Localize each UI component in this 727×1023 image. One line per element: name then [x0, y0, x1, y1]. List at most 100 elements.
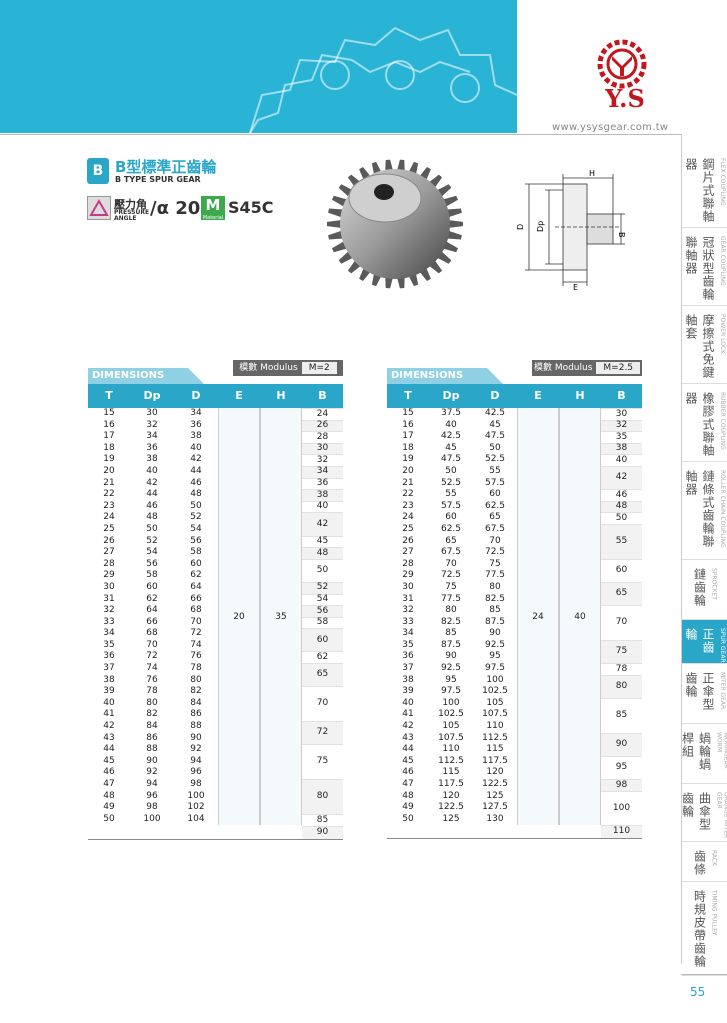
dimensions-tab: DIMENSIONS	[88, 368, 204, 384]
sidebar-item-en-label: TIMING PULLEY	[710, 890, 718, 936]
gear-tooth	[448, 220, 463, 228]
sidebar-item-en-label: POWER LOCK	[719, 314, 726, 355]
table-cell: 34	[402, 628, 414, 639]
table-cell: 78	[146, 686, 158, 697]
table-cell: 62.5	[440, 523, 462, 534]
gear-dimension-diagram: H D Dp B E	[516, 169, 625, 290]
table-cell: 38	[103, 674, 115, 685]
table-cell: 17	[402, 431, 414, 442]
b-value-cell: 70	[302, 686, 343, 721]
table-cell: 47	[103, 779, 115, 789]
table-cell: 15	[103, 408, 115, 418]
footer-divider	[681, 974, 727, 975]
table-cell: 20	[402, 465, 414, 476]
b-value-cell: 75	[601, 639, 642, 664]
column-header: B	[318, 389, 327, 402]
table-cell: 72.5	[440, 570, 462, 581]
b-value-cell: 75	[302, 744, 343, 779]
table-cell: 42	[103, 721, 115, 732]
table-cell: 88	[190, 721, 202, 732]
b-value-cell: 40	[302, 500, 343, 513]
table-cell: 22	[103, 489, 115, 500]
b-value-cell: 110	[601, 825, 642, 838]
table-cell: 35	[402, 639, 414, 650]
b-value-cell: 38	[302, 489, 343, 501]
table-cell: 56	[190, 535, 202, 546]
table-cell: 34	[103, 628, 115, 639]
b-value-cell: 98	[601, 779, 642, 791]
dimensions-tab: DIMENSIONS	[387, 368, 503, 384]
b-value-cell: 30	[601, 408, 642, 420]
table-cell: 50	[190, 500, 202, 511]
diagram-label-h: H	[589, 169, 595, 178]
table-cell: 37.5	[440, 408, 462, 418]
diagram-label-dp: Dp	[536, 221, 545, 232]
table-cell: 20	[103, 465, 115, 476]
table-cell: 125	[442, 813, 460, 824]
b-value-cell: 36	[302, 477, 343, 490]
table-cell: 25	[402, 523, 414, 534]
b-value-cell: 54	[302, 593, 343, 606]
table-cell: 33	[402, 616, 414, 627]
ys-logo-icon	[597, 39, 647, 89]
table-cell: 30	[103, 581, 115, 592]
table-cell: 86	[190, 709, 202, 720]
table-cell: 41	[103, 709, 115, 720]
table-cell: 65	[445, 535, 457, 546]
table-cell: 24	[103, 512, 115, 523]
material-value: S45C	[228, 198, 274, 217]
table-cell: 52.5	[440, 477, 462, 488]
pressure-angle-icon	[87, 196, 111, 220]
table-cell: 52.5	[484, 454, 506, 465]
sidebar-item-en-label: MITER GEAR	[719, 672, 726, 710]
table-cell: 26	[402, 535, 414, 546]
table-cell: 45	[103, 755, 115, 766]
table-cell: 44	[190, 465, 202, 476]
b-value-cell: 42	[302, 512, 343, 536]
b-value-cell: 80	[601, 674, 642, 698]
table-cell: 37	[103, 663, 115, 674]
gear-tooth	[332, 241, 348, 253]
table-cell: 31	[402, 593, 414, 604]
table-cell: 39	[402, 686, 414, 697]
modulus-label: 模數 Modulus	[239, 363, 298, 373]
table-cell: 127.5	[482, 802, 508, 813]
page-number: 55	[690, 985, 706, 999]
sidebar-item-en-label: ROLLER CHAIN COUPLING	[719, 470, 726, 548]
gear-tooth	[446, 230, 462, 240]
table-cell: 32	[402, 605, 414, 616]
table-cell: 60	[190, 558, 202, 569]
table-cell: 95	[445, 674, 457, 685]
b-value-cell: 100	[601, 790, 642, 826]
table-cell: 82.5	[484, 593, 506, 604]
table-cell: 87.5	[440, 639, 462, 650]
table-cell: 105	[442, 721, 460, 732]
table-cell: 122.5	[482, 779, 508, 789]
e-value-cell: 20	[218, 408, 260, 826]
b-value-cell: 50	[302, 558, 343, 582]
website-url[interactable]: www.ysysgear.com.tw	[552, 122, 669, 133]
b-value-cell: 72	[302, 721, 343, 745]
table-cell: 46	[190, 477, 202, 488]
table-cell: 19	[402, 454, 414, 465]
table-cell: 85	[445, 628, 457, 639]
table-cell: 117.5	[482, 755, 508, 766]
table-cell: 86	[146, 732, 158, 743]
table-cell: 48	[103, 790, 115, 801]
